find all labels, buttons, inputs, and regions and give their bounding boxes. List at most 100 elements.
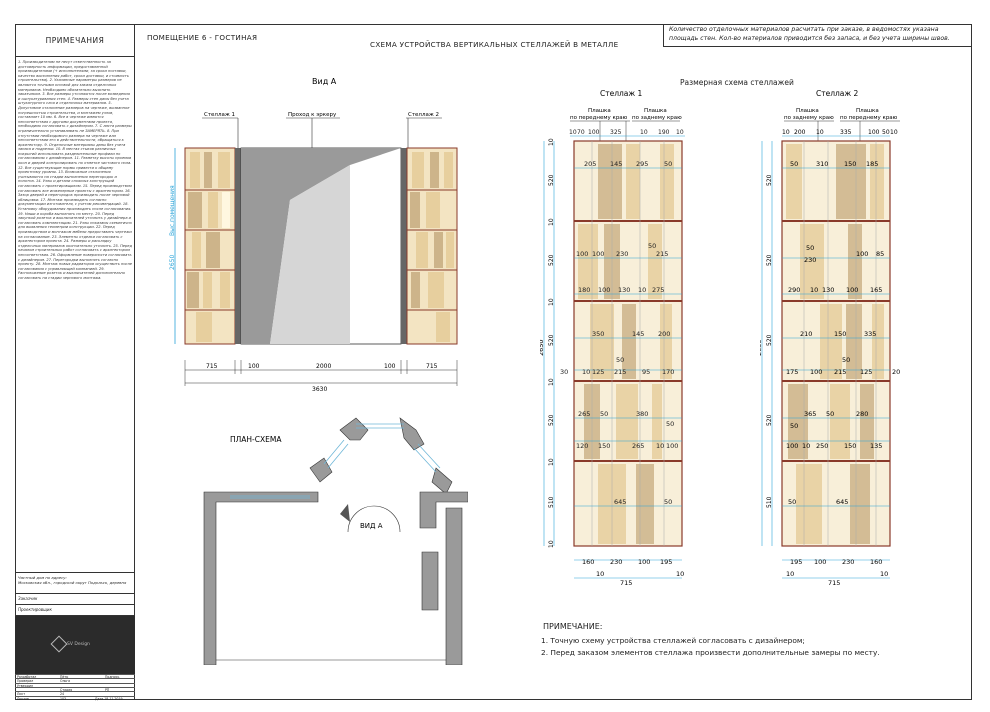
dim-label: 10 xyxy=(676,129,684,136)
view-a-elevation: Вид А Стеллаж 1 Проход к эркеру Стеллаж … xyxy=(169,77,458,393)
rack1-elevation xyxy=(184,147,236,345)
view-a-height: 2650 xyxy=(169,255,176,270)
dim-label: 520 xyxy=(548,254,555,266)
sidebar-title: ПРИМЕЧАНИЯ xyxy=(15,24,135,57)
dim-label: 520 xyxy=(766,334,773,346)
dim-total-width: 3630 xyxy=(312,386,327,393)
dim-label: 520 xyxy=(766,174,773,186)
dim-label: 50 xyxy=(648,242,656,250)
dim-label: 645 xyxy=(614,498,626,506)
dim-passage-width: 2000 xyxy=(316,363,331,370)
room-title: ПОМЕЩЕНИЕ 6 - ГОСТИНАЯ xyxy=(147,33,258,42)
dim-label: 10 xyxy=(640,129,648,136)
rack2-back-label-1: Плашка xyxy=(796,108,819,114)
dim-label: 125 xyxy=(860,368,872,376)
notes-title: ПРИМЕЧАНИЕ: xyxy=(543,622,603,631)
dim-label: 20 xyxy=(892,368,900,376)
dim-label: 100 xyxy=(638,558,650,566)
dim-label: 10 xyxy=(638,286,646,294)
dim-label: 10 xyxy=(786,570,794,578)
rack1-front-label-2: по переднему краю xyxy=(570,115,628,121)
dim-rack2-width: 715 xyxy=(426,363,438,370)
dim-post2-width: 100 xyxy=(384,363,396,370)
rack1-title: Стеллаж 1 xyxy=(600,89,643,98)
dim-label: 50 xyxy=(788,498,796,506)
plan-scheme: ПЛАН-СХЕМА ВИД А xyxy=(203,417,468,665)
note-line-1: 1. Точную схему устройства стеллажей сог… xyxy=(541,636,805,645)
dim-label: 130 xyxy=(618,286,630,294)
dim-label: 85 xyxy=(876,250,884,258)
dim-label: 265 xyxy=(578,410,590,418)
rack2-label: Стеллаж 2 xyxy=(408,112,439,118)
plan-view-label: ВИД А xyxy=(360,522,383,530)
dim-scheme-title: Размерная схема стеллажей xyxy=(680,78,794,87)
rack2-front-label-2: по переднему краю xyxy=(840,115,898,121)
dim-label: 185 xyxy=(866,160,878,168)
dim-label: 335 xyxy=(840,129,852,136)
dim-label: 10 xyxy=(548,540,555,548)
rack2-back-label-2: по заднему краю xyxy=(784,115,834,121)
plan-walls xyxy=(203,417,468,665)
dim-label: 325 xyxy=(610,129,622,136)
dim-label: 210 xyxy=(800,330,812,338)
rack2-dim-scheme: Стеллаж 2 Плашка по заднему краю Плашка … xyxy=(760,89,900,586)
scheme-title: СХЕМА УСТРОЙСТВА ВЕРТИКАЛЬНЫХ СТЕЛЛАЖЕЙ … xyxy=(370,40,619,49)
dim-label: 230 xyxy=(804,256,816,264)
dim-label: 100 xyxy=(598,286,610,294)
dim-label: 50 xyxy=(616,356,624,364)
dim-label: 50 xyxy=(882,129,890,136)
dim-label: 100 xyxy=(846,286,858,294)
dim-label: 10 xyxy=(802,442,810,450)
dim-label: 150 xyxy=(844,442,856,450)
address-label: Частный дом по адресу: xyxy=(18,575,67,580)
dim-label: 95 xyxy=(642,368,650,376)
dim-label: 100 xyxy=(856,250,868,258)
dim-label: 145 xyxy=(632,330,644,338)
dim-label: 135 xyxy=(870,442,882,450)
rack1-dim-scheme: Стеллаж 1 Плашка по переднему краю Плашк… xyxy=(540,89,685,586)
view-a-title: Вид А xyxy=(312,77,337,86)
dim-label: 510 xyxy=(766,496,773,508)
dim-label: 100 xyxy=(868,129,880,136)
dim-rack1-width: 715 xyxy=(206,363,218,370)
dim-label: 125 xyxy=(592,368,604,376)
dim-label: 180 xyxy=(578,286,590,294)
plan-title: ПЛАН-СХЕМА xyxy=(230,435,282,444)
customer-field: Заказчик xyxy=(15,594,135,605)
notes-sidebar: ПРИМЕЧАНИЯ 1. Производителям не несут от… xyxy=(15,24,135,701)
materials-note-box: Количество отделочных материалов расчита… xyxy=(663,24,972,47)
dim-label: 10 xyxy=(810,286,818,294)
dim-label: 510 xyxy=(548,496,555,508)
dim-label: 50 xyxy=(666,420,674,428)
view-a-height-label: Выс.помещения xyxy=(169,185,176,236)
dim-label: 520 xyxy=(548,334,555,346)
materials-note-line1: Количество отделочных материалов расчита… xyxy=(669,26,939,33)
dim-label: 100 xyxy=(592,250,604,258)
dim-label: 100 xyxy=(576,250,588,258)
dim-label: 150 xyxy=(834,330,846,338)
dim-label: 50 xyxy=(790,160,798,168)
dim-label: 100 xyxy=(814,558,826,566)
dim-label: 175 xyxy=(786,368,798,376)
rack2-elevation xyxy=(406,147,458,345)
dim-label: 50 xyxy=(664,498,672,506)
dim-label: 30 xyxy=(560,368,568,376)
dim-label: 100 xyxy=(666,442,678,450)
dim-label: 335 xyxy=(864,330,876,338)
dim-label: 195 xyxy=(660,558,672,566)
address-block: Частный дом по адресу: Московская обл., … xyxy=(15,572,135,594)
dim-label: 10 xyxy=(782,129,790,136)
dim-label: 205 xyxy=(584,160,596,168)
dim-label: 290 xyxy=(788,286,800,294)
dim-label: 200 xyxy=(794,129,806,136)
rack1-total-width: 715 xyxy=(620,579,632,586)
dim-label: 230 xyxy=(842,558,854,566)
dim-label: 10 xyxy=(548,218,555,226)
note-line-2: 2. Перед заказом элементов стеллажа прои… xyxy=(541,648,880,657)
rack1-back-label-1: Плашка xyxy=(644,108,667,114)
dim-label: 50 xyxy=(790,422,798,430)
dim-label: 215 xyxy=(834,368,846,376)
